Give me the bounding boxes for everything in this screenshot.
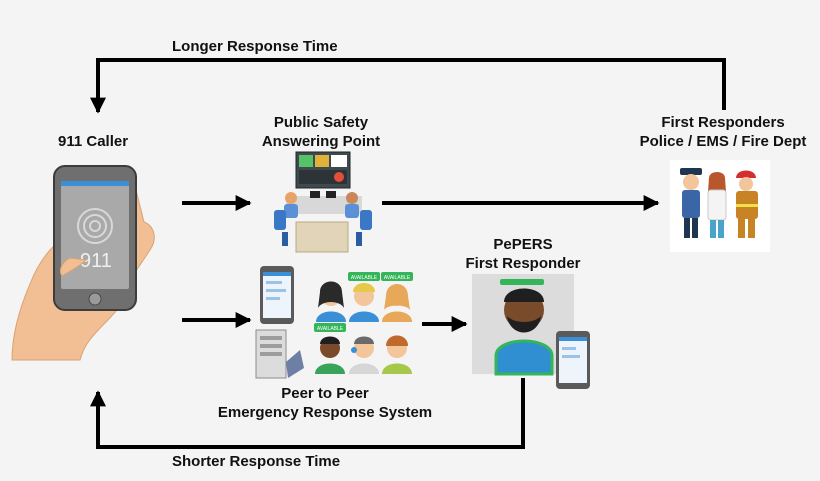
psap-illustration [274,151,372,253]
dispatch-desk [295,221,349,253]
headset-icon [351,347,357,353]
psap-label: Public Safety Answering Point [242,113,400,151]
caller-label: 911 Caller [58,133,129,150]
peer-person-4-icon: AVAILABLE [314,323,346,374]
p2p-illustration: AVAILABLE AVAILABLE AVAILABLE [255,266,413,379]
longer-response-label: Longer Response Time [172,38,338,55]
phone-screen [61,181,129,289]
first-responders-line2: Police / EMS / Fire Dept [639,133,807,150]
psap-label-line1: Public Safety [273,114,369,131]
pepers-label-line2: First Responder [465,255,581,272]
peer-person-6-icon [382,335,412,374]
peer-person-1-icon [316,281,346,322]
peer-person-3-icon: AVAILABLE [381,272,413,322]
psap-label-line2: Answering Point [261,133,381,150]
pepers-available-badge [500,279,544,285]
pepers-illustration [472,274,590,389]
longer-response-arrow [90,58,726,114]
phone-home-button [88,292,102,306]
peer-person-5-icon [349,336,379,374]
phone-number-text: 911 [80,250,112,272]
peer-person-2-icon: AVAILABLE [348,272,380,322]
shorter-response-label: Shorter Response Time [172,453,341,470]
first-responders-line1: First Responders [661,114,785,131]
p2p-label-line2: Emergency Response System [217,404,433,421]
p2p-label-line1: Peer to Peer [281,385,369,402]
caller-phone-illustration: 911 [11,165,155,361]
shorter-response-arrow [90,378,525,449]
svg-text:AVAILABLE: AVAILABLE [384,275,411,281]
ems-worker-icon [707,172,727,238]
police-officer-icon [680,168,702,238]
p2p-label: Peer to Peer Emergency Response System [200,384,450,422]
firefighter-icon [736,170,758,238]
fingerprint-icon [77,208,113,244]
server-icon [255,329,304,379]
first-responders-label: First Responders Police / EMS / Fire Dep… [630,113,816,151]
pepers-label: PePERS First Responder [444,235,602,273]
pepers-label-line1: PePERS [493,236,553,253]
svg-text:AVAILABLE: AVAILABLE [317,326,344,332]
first-responders-illustration [670,160,770,252]
svg-text:AVAILABLE: AVAILABLE [351,275,378,281]
